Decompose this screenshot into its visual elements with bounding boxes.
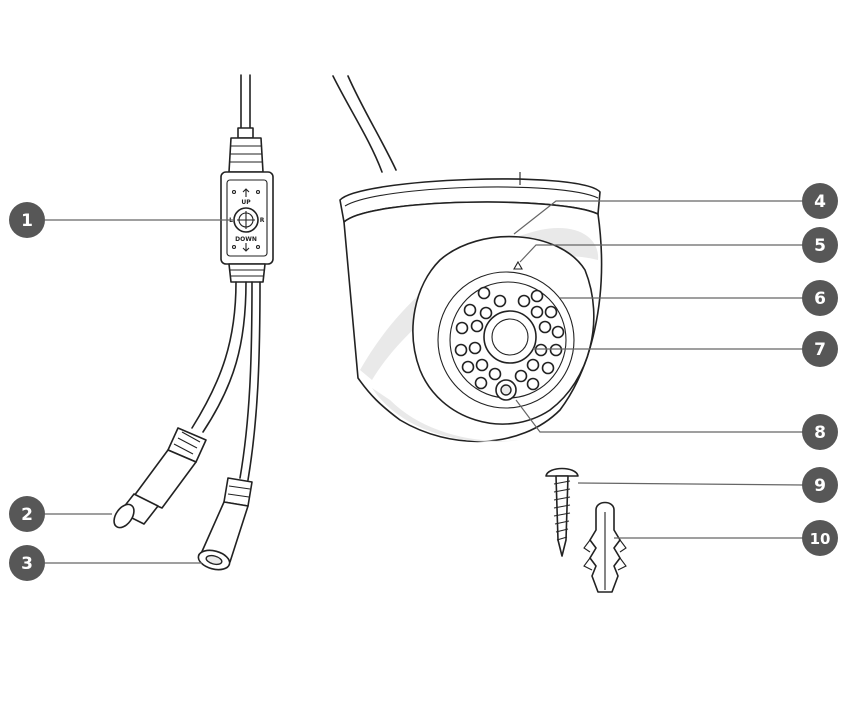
callout-3: 3 <box>9 545 45 581</box>
callout-label: 6 <box>814 289 826 309</box>
callout-5: 5 <box>802 227 838 263</box>
callout-label: 10 <box>810 530 831 548</box>
osd-joystick-cable: UP DOWN L R <box>192 75 273 480</box>
mounting-screw <box>546 469 578 557</box>
lens <box>484 311 536 363</box>
dome-camera <box>333 76 602 442</box>
callout-6: 6 <box>802 280 838 316</box>
callout-label: 3 <box>21 554 33 574</box>
callout-label: 5 <box>814 236 826 256</box>
callout-1: 1 <box>9 202 45 238</box>
callout-2: 2 <box>9 496 45 532</box>
callout-label: 7 <box>814 340 826 360</box>
joystick-up-label: UP <box>241 199 251 206</box>
callout-label: 8 <box>814 423 826 443</box>
callout-7: 7 <box>802 331 838 367</box>
joystick-down-label: DOWN <box>235 236 257 243</box>
callout-label: 4 <box>814 192 826 212</box>
callout-4: 4 <box>802 183 838 219</box>
joystick-button <box>234 208 258 232</box>
callout-9: 9 <box>802 467 838 503</box>
light-sensor <box>496 380 516 400</box>
callout-8: 8 <box>802 414 838 450</box>
callout-label: 9 <box>814 476 826 496</box>
dc-power-connector <box>196 478 252 573</box>
callout-10: 10 <box>802 520 838 556</box>
callout-label: 2 <box>21 505 33 525</box>
joystick-right-label: R <box>260 217 265 224</box>
wall-anchor <box>584 503 626 593</box>
callout-label: 1 <box>21 211 33 231</box>
bnc-video-connector <box>110 428 206 531</box>
